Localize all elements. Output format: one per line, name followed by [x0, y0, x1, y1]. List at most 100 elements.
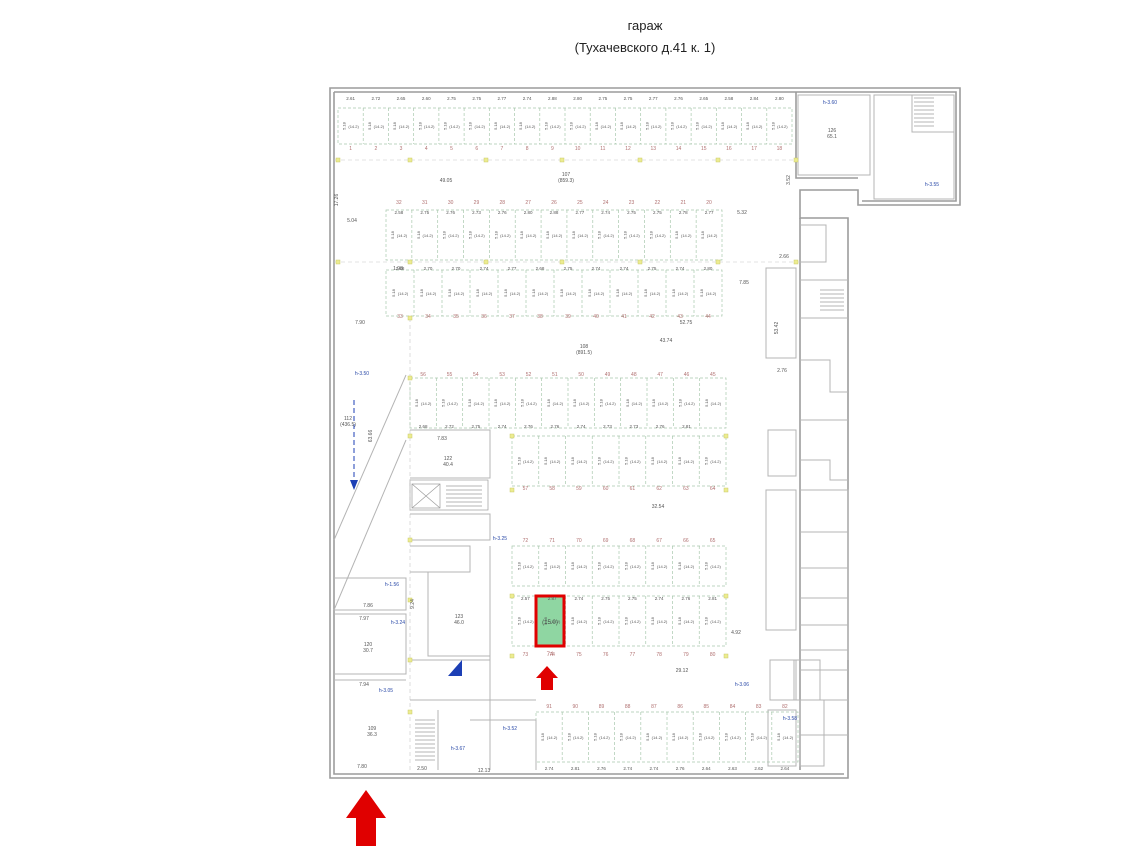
place-number: 35	[453, 314, 459, 320]
column-marker	[723, 593, 729, 599]
outer-walls	[329, 87, 961, 779]
dimension-label: 7.83	[437, 436, 447, 442]
place-depth: 5.18	[493, 121, 498, 130]
place-depth: 5.18	[623, 561, 628, 570]
place-depth: 5.18	[518, 121, 523, 130]
plan-labels: 12.615.18(14.2)22.725.18(14.2)32.655.18(…	[334, 96, 939, 774]
place-number: 49	[605, 372, 611, 378]
place-area: (14.2)	[655, 233, 666, 238]
place-width: 2.74	[480, 266, 489, 271]
highlighted-place-74[interactable]: (15.0) 74	[534, 594, 566, 658]
place-area: (14.2)	[523, 564, 534, 569]
column-marker	[509, 593, 515, 599]
place-width: 2.77	[575, 210, 584, 215]
place-area: (14.2)	[730, 735, 741, 740]
place-depth: 5.18	[546, 398, 551, 407]
place-depth: 5.18	[650, 616, 655, 625]
place-number: 8	[526, 146, 529, 152]
pointer-arrow-small	[536, 666, 558, 690]
place-depth: 5.18	[416, 230, 421, 239]
place-depth: 5.18	[443, 121, 448, 130]
place-number: 73	[523, 652, 529, 658]
place-depth: 5.18	[493, 398, 498, 407]
place-depth: 5.18	[619, 121, 624, 130]
place-area: (14.2)	[651, 124, 662, 129]
place-depth: 5.18	[645, 732, 650, 741]
place-number: 58	[549, 486, 555, 492]
column-marker	[483, 259, 489, 265]
place-width: 2.64	[781, 766, 790, 771]
place-number: 62	[656, 486, 662, 492]
place-number: 36	[481, 314, 487, 320]
place-width: 2.64	[702, 766, 711, 771]
place-area: (14.2)	[657, 564, 668, 569]
place-depth: 5.18	[570, 561, 575, 570]
dimension-label: 63.66	[368, 430, 374, 443]
place-area: (14.2)	[482, 291, 493, 296]
place-number: 23	[629, 200, 635, 206]
place-area: (14.2)	[550, 619, 561, 624]
place-number: 50	[578, 372, 584, 378]
stair-triangle-icon	[448, 660, 462, 676]
place-width: 2.61	[346, 96, 355, 101]
place-number: 86	[677, 704, 683, 710]
place-depth: 5.18	[704, 456, 709, 465]
place-width: 2.74	[655, 596, 664, 601]
place-number: 34	[425, 314, 431, 320]
place-width: 2.75	[598, 96, 607, 101]
dimension-label: 3.52	[786, 175, 792, 185]
place-number: 67	[656, 538, 662, 544]
place-depth: 5.18	[644, 121, 649, 130]
place-area: (14.2)	[711, 401, 722, 406]
place-width: 2.75	[601, 596, 610, 601]
place-area: (14.2)	[547, 735, 558, 740]
place-depth: 5.18	[615, 288, 620, 297]
place-width: 2.73	[603, 424, 612, 429]
place-number: 31	[422, 200, 428, 206]
place-width: 2.76	[446, 210, 455, 215]
place-area: (14.2)	[630, 564, 641, 569]
level-mark: h-3.52	[503, 726, 517, 732]
column-marker	[715, 259, 721, 265]
place-area: (14.2)	[447, 401, 458, 406]
place-depth: 5.18	[697, 732, 702, 741]
place-area: (14.2)	[603, 459, 614, 464]
place-number: 89	[599, 704, 605, 710]
place-area: (14.2)	[650, 291, 661, 296]
place-depth: 5.18	[597, 616, 602, 625]
place-depth: 5.18	[643, 288, 648, 297]
place-area: (14.2)	[500, 401, 511, 406]
level-mark: h-3.24	[391, 620, 405, 626]
place-number: 63	[683, 486, 689, 492]
level-mark: h-3.67	[451, 746, 465, 752]
column-marker	[723, 653, 729, 659]
place-area: (14.2)	[652, 735, 663, 740]
place-depth: 5.18	[543, 456, 548, 465]
place-area: (14.2)	[573, 735, 584, 740]
place-depth: 5.18	[724, 732, 729, 741]
place-depth: 5.18	[648, 230, 653, 239]
place-width: 2.74	[676, 266, 685, 271]
dimension-label: 43.74	[660, 338, 673, 344]
place-depth: 5.18	[750, 732, 755, 741]
place-number: 6	[475, 146, 478, 152]
place-depth: 5.18	[623, 616, 628, 625]
place-width: 2.75	[472, 96, 481, 101]
place-width: 2.74	[498, 424, 507, 429]
dimension-label: 7.94	[359, 682, 369, 688]
place-area: (14.2)	[474, 401, 485, 406]
place-depth: 5.18	[545, 230, 550, 239]
place-number: 32	[396, 200, 402, 206]
place-number: 82	[782, 704, 788, 710]
place-area: (14.2)	[625, 735, 636, 740]
place-number: 46	[684, 372, 690, 378]
place-area: (14.2)	[423, 233, 434, 238]
place-depth: 5.18	[559, 288, 564, 297]
place-width: 2.75	[627, 210, 636, 215]
place-width: 2.76	[524, 424, 533, 429]
place-width: 2.76	[656, 424, 665, 429]
place-area: (14.2)	[684, 619, 695, 624]
place-area: (14.2)	[525, 124, 536, 129]
place-number: 10	[575, 146, 581, 152]
